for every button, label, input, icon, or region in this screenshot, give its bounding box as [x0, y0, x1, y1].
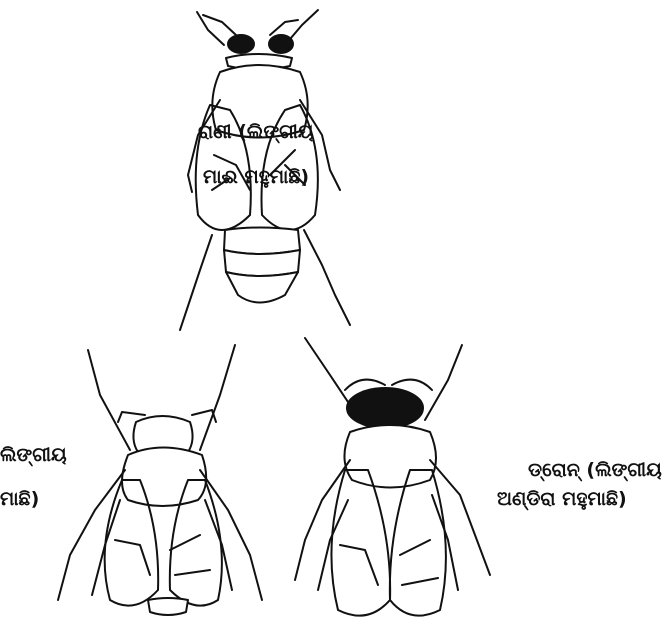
worker-bee-illustration [58, 345, 262, 615]
drone-label-line2: ଅଣ୍ଡିରା ମହୁମାଛି) [497, 484, 627, 514]
queen-label-line1: ରାଣୀ (ଲିଙ୍ଗୀୟ [198, 117, 314, 147]
worker-label-line2: ମାଛି) [0, 484, 39, 514]
drone-label-line1: ଡ୍ରୋନ୍ (ଲିଙ୍ଗୀୟ [528, 455, 662, 485]
drone-bee-illustration [295, 338, 490, 616]
queen-label-line2: ମାଈ ମହୁମାଛି) [203, 162, 309, 192]
worker-label-line1: ଲିଙ୍ଗୀୟ [0, 440, 67, 470]
